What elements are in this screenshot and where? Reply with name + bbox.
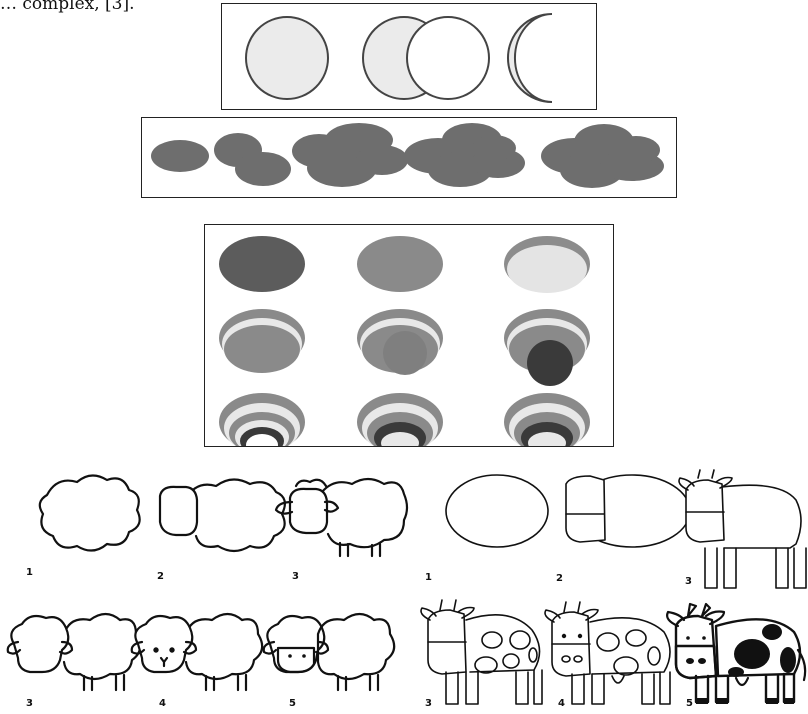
cow-step-3b bbox=[420, 599, 543, 705]
cloud-step-4 bbox=[404, 123, 525, 187]
cloud-step-3 bbox=[292, 123, 408, 187]
cloud-step-5 bbox=[541, 124, 664, 188]
moon-steps-illustration bbox=[245, 13, 553, 103]
cropped-caption-text: … complex, [3]. bbox=[0, 0, 135, 14]
cow-step-number: 3 bbox=[685, 576, 692, 587]
sheep-step-number: 3 bbox=[292, 571, 299, 582]
moon-step-front-circle bbox=[406, 16, 490, 100]
cow-step-2 bbox=[565, 474, 691, 548]
moon-steps-panel bbox=[221, 3, 597, 110]
cow-step-number: 2 bbox=[556, 573, 563, 584]
circle-r1-c1 bbox=[219, 236, 305, 292]
moon-step-full-circle bbox=[245, 16, 329, 100]
sheep-step-5 bbox=[262, 612, 396, 692]
cow-step-5 bbox=[666, 602, 807, 704]
cow-step-number: 4 bbox=[558, 698, 565, 709]
shaded-circles-panel bbox=[204, 224, 614, 447]
circle-r3-c3 bbox=[504, 393, 590, 446]
cloud-steps-panel bbox=[141, 117, 677, 198]
cow-step-number: 1 bbox=[425, 572, 432, 583]
shaded-circles-illustration bbox=[219, 236, 590, 446]
sheep-step-number: 3 bbox=[26, 698, 33, 709]
circle-r2-c3 bbox=[504, 309, 590, 386]
moon-step-crescent bbox=[507, 13, 553, 103]
cloud-step-2 bbox=[214, 133, 291, 186]
cow-step-1 bbox=[445, 474, 549, 548]
circle-r2-c2 bbox=[357, 309, 443, 375]
sheep-step-number: 5 bbox=[289, 698, 296, 709]
sheep-step-3b bbox=[6, 612, 142, 692]
circle-r1-c3 bbox=[504, 236, 590, 293]
cloud-steps-illustration bbox=[151, 123, 664, 188]
sheep-step-number: 1 bbox=[26, 567, 33, 578]
cow-step-number: 3 bbox=[425, 698, 432, 709]
cow-step-3 bbox=[678, 469, 807, 589]
cow-step-number: 5 bbox=[686, 698, 693, 709]
sheep-step-3 bbox=[274, 477, 409, 558]
circle-r3-c2 bbox=[357, 393, 443, 446]
sheep-step-number: 4 bbox=[159, 698, 166, 709]
sheep-step-2 bbox=[158, 478, 287, 553]
cloud-step-1 bbox=[151, 140, 209, 172]
circle-r2-c1 bbox=[219, 309, 305, 373]
sheep-step-number: 2 bbox=[157, 571, 164, 582]
cow-step-4 bbox=[544, 601, 671, 705]
circle-r3-c1 bbox=[219, 393, 305, 446]
sheep-step-4 bbox=[130, 612, 264, 692]
sheep-step-1 bbox=[38, 474, 141, 552]
circle-r1-c2 bbox=[357, 236, 443, 292]
